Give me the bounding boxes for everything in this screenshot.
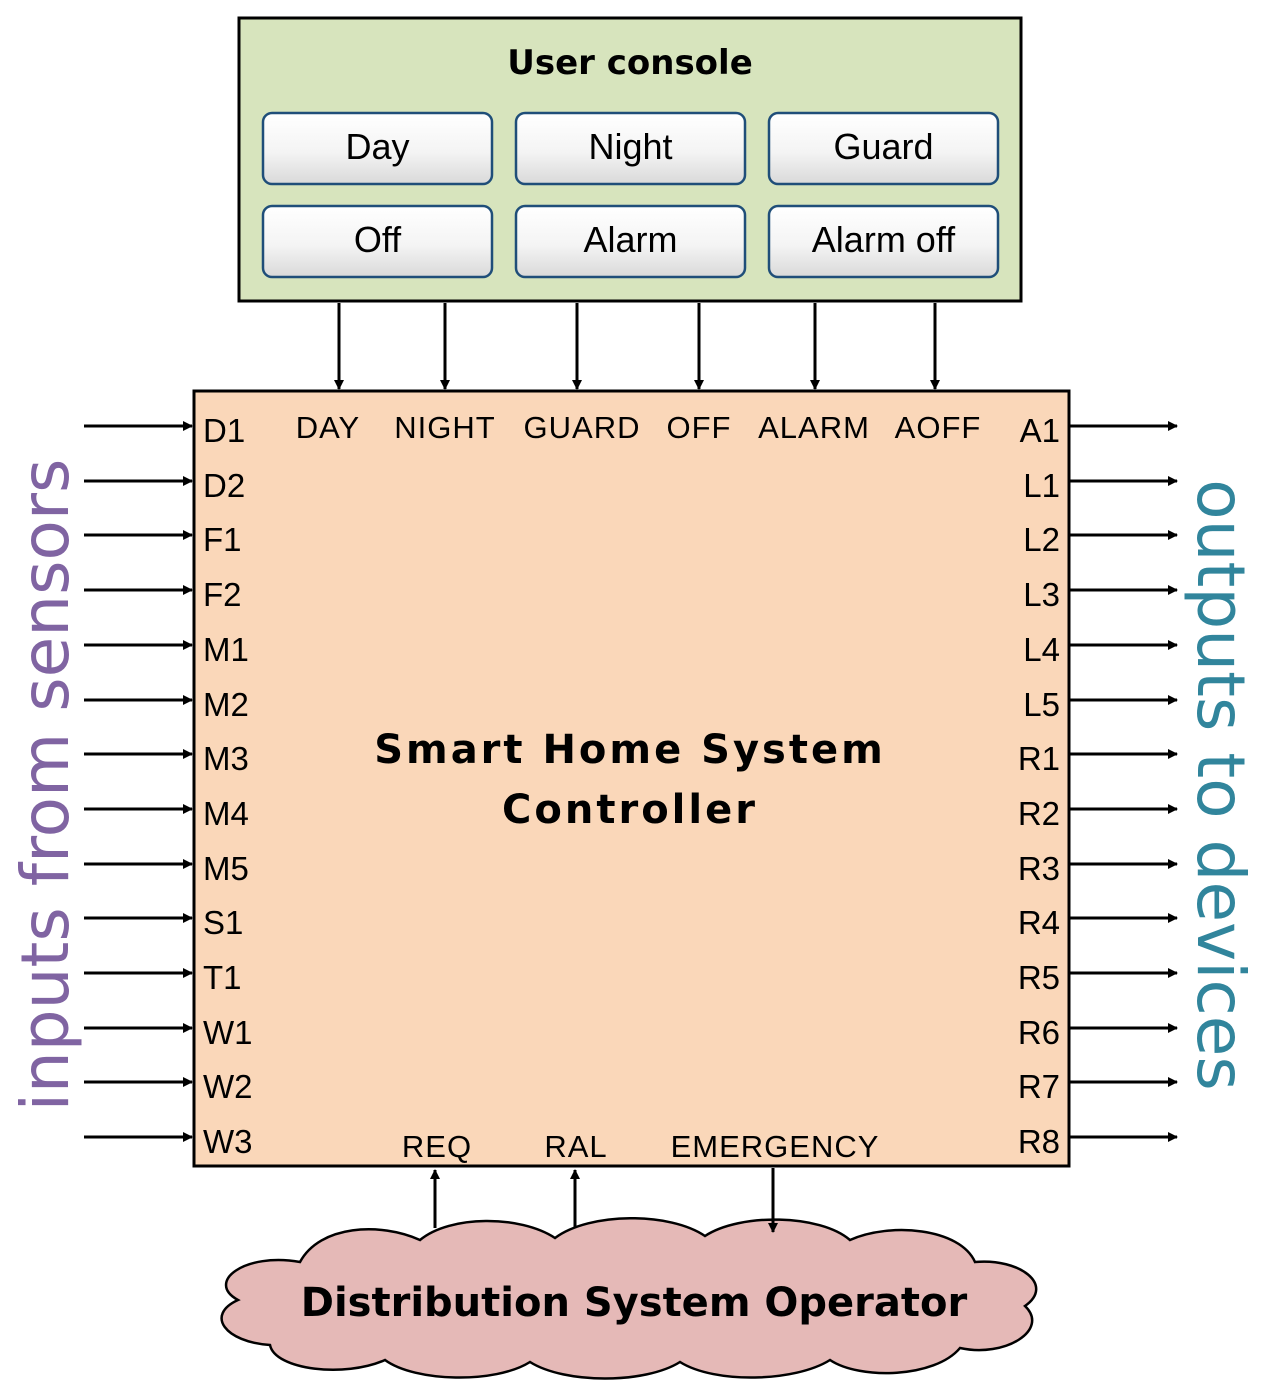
console-button-frame[interactable] bbox=[261, 204, 494, 279]
output-pin-r4: R4 bbox=[1018, 904, 1060, 941]
inputs-from-sensors-label: inputs from sensors bbox=[7, 459, 84, 1112]
output-pin-r1: R1 bbox=[1018, 740, 1060, 777]
output-pin-l1: L1 bbox=[1023, 467, 1060, 504]
output-pin-l3: L3 bbox=[1023, 576, 1060, 613]
console-button-night[interactable]: Night bbox=[514, 111, 747, 186]
console-button-frame[interactable] bbox=[767, 204, 1000, 279]
input-pin-w3: W3 bbox=[203, 1123, 253, 1160]
input-pin-f1: F1 bbox=[203, 521, 242, 558]
input-pin-m4: M4 bbox=[203, 795, 249, 832]
output-pin-l5: L5 bbox=[1023, 686, 1060, 723]
controller-title-line2: Controller bbox=[502, 787, 758, 833]
top-input-label-alarm: ALARM bbox=[758, 410, 870, 445]
top-input-label-day: DAY bbox=[296, 410, 360, 445]
output-pin-l4: L4 bbox=[1023, 631, 1060, 668]
output-pin-r6: R6 bbox=[1018, 1014, 1060, 1051]
output-pin-r8: R8 bbox=[1018, 1123, 1060, 1160]
outputs-to-devices-label: outputs to devices bbox=[1182, 479, 1259, 1090]
bottom-signal-labels: REQ RAL EMERGENCY bbox=[402, 1129, 880, 1164]
output-pin-a1: A1 bbox=[1020, 412, 1060, 449]
top-input-labels: DAY NIGHT GUARD OFF ALARM AOFF bbox=[296, 410, 982, 445]
input-pin-t1: T1 bbox=[203, 959, 242, 996]
operator-cloud-shape bbox=[220, 1217, 1038, 1380]
user-console-title: User console bbox=[507, 43, 753, 83]
console-button-day[interactable]: Day bbox=[261, 111, 494, 186]
input-pin-m2: M2 bbox=[203, 686, 249, 723]
input-pin-w2: W2 bbox=[203, 1068, 253, 1105]
console-button-guard[interactable]: Guard bbox=[767, 111, 1000, 186]
console-button-label[interactable]: Guard bbox=[833, 126, 933, 167]
top-input-label-night: NIGHT bbox=[394, 410, 495, 445]
console-button-label[interactable]: Day bbox=[345, 126, 409, 167]
console-button-frame[interactable] bbox=[767, 111, 1000, 186]
console-button-label[interactable]: Night bbox=[588, 126, 672, 167]
input-pin-d1: D1 bbox=[203, 412, 245, 449]
console-arrows bbox=[334, 303, 940, 390]
console-button-label[interactable]: Alarm bbox=[583, 219, 677, 260]
input-pin-d2: D2 bbox=[203, 467, 245, 504]
sensor-input-arrows bbox=[84, 421, 193, 1142]
console-button-frame[interactable] bbox=[514, 204, 747, 279]
input-pin-f2: F2 bbox=[203, 576, 242, 613]
output-pin-r3: R3 bbox=[1018, 850, 1060, 887]
bottom-signal-label-req: REQ bbox=[402, 1129, 472, 1164]
input-pin-m5: M5 bbox=[203, 850, 249, 887]
controller-box bbox=[192, 389, 1071, 1168]
controller-title-line1: Smart Home System bbox=[374, 727, 886, 773]
input-pin-m1: M1 bbox=[203, 631, 249, 668]
console-button-off[interactable]: Off bbox=[261, 204, 494, 279]
output-pin-r5: R5 bbox=[1018, 959, 1060, 996]
controller: Smart Home System Controller DAY NIGHT GUA… bbox=[192, 389, 1071, 1168]
device-output-arrows bbox=[1070, 421, 1178, 1142]
console-button-label[interactable]: Off bbox=[354, 219, 402, 260]
output-pin-r2: R2 bbox=[1018, 795, 1060, 832]
output-pin-l2: L2 bbox=[1023, 521, 1060, 558]
console-button-alarm-off[interactable]: Alarm off bbox=[767, 204, 1000, 279]
console-button-label[interactable]: Alarm off bbox=[812, 219, 956, 260]
input-pin-s1: S1 bbox=[203, 904, 243, 941]
input-pin-m3: M3 bbox=[203, 740, 249, 777]
top-input-label-guard: GUARD bbox=[524, 410, 641, 445]
distribution-system-operator: Distribution System Operator bbox=[220, 1217, 1038, 1380]
console-button-frame[interactable] bbox=[261, 111, 494, 186]
top-input-label-aoff: AOFF bbox=[895, 410, 982, 445]
input-pin-w1: W1 bbox=[203, 1014, 253, 1051]
output-pin-r7: R7 bbox=[1018, 1068, 1060, 1105]
operator-arrows bbox=[430, 1168, 778, 1233]
top-input-label-off: OFF bbox=[667, 410, 732, 445]
console-button-frame[interactable] bbox=[514, 111, 747, 186]
bottom-signal-label-ral: RAL bbox=[544, 1129, 607, 1164]
operator-label: Distribution System Operator bbox=[301, 1280, 968, 1326]
bottom-signal-label-emergency: EMERGENCY bbox=[671, 1129, 880, 1164]
console-button-alarm[interactable]: Alarm bbox=[514, 204, 747, 279]
